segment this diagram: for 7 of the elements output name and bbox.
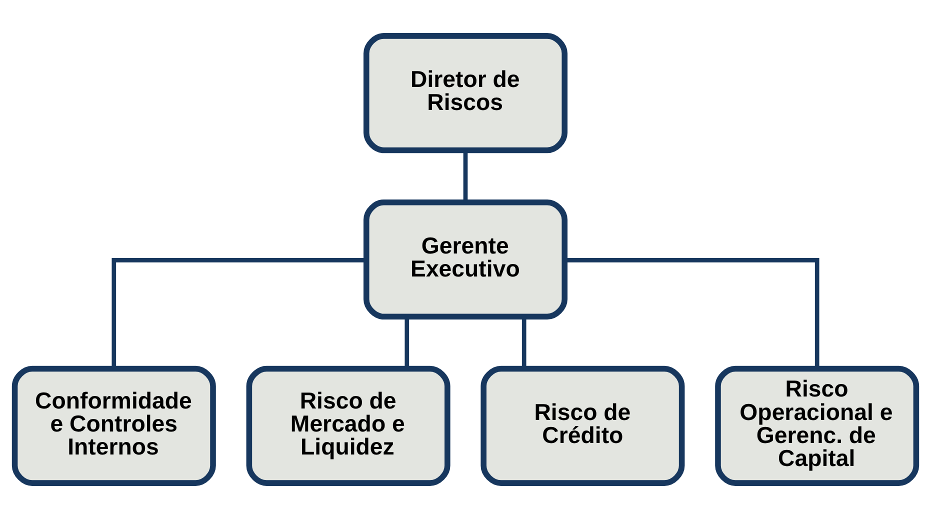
- node-box: Risco Operacional e Gerenc. de Capital: [714, 365, 919, 486]
- node-box: Gerente Executivo: [363, 198, 567, 320]
- connector: [111, 258, 366, 368]
- node-box: Conformidade e Controles Internos: [11, 365, 216, 486]
- node-box: Risco de Crédito: [480, 365, 684, 486]
- node-box: Risco de Mercado e Liquidez: [246, 365, 450, 486]
- node-box: Diretor de Riscos: [363, 32, 567, 153]
